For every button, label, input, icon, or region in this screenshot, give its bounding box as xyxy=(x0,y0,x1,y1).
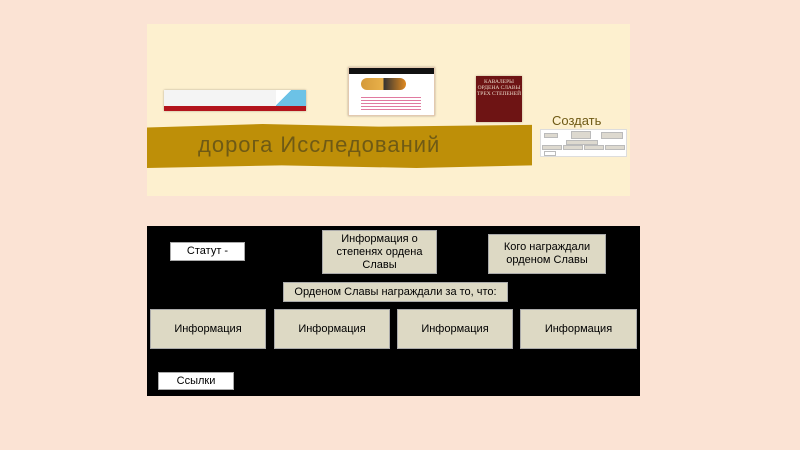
road-banner xyxy=(147,124,532,168)
info-box-3[interactable]: Информация xyxy=(397,309,513,349)
awarded-for-box[interactable]: Орденом Славы награждали за то, что: xyxy=(283,282,508,302)
road-label: дорога Исследований xyxy=(198,132,441,157)
order-thumbnail[interactable] xyxy=(348,67,435,116)
statute-box[interactable]: Статут - xyxy=(170,242,245,261)
book-cover[interactable]: КАВАЛЕРЫ ОРДЕНА СЛАВЫ ТРЕХ СТЕПЕНЕЙ xyxy=(476,76,522,122)
info-box-1[interactable]: Информация xyxy=(150,309,266,349)
info-box-2[interactable]: Информация xyxy=(274,309,390,349)
degrees-info-box[interactable]: Информация о степенях ордена Славы xyxy=(322,230,437,274)
mini-diagram-preview[interactable] xyxy=(540,129,627,157)
create-heading: Создать xyxy=(552,113,602,128)
website-thumbnail[interactable] xyxy=(164,90,306,111)
who-awarded-box[interactable]: Кого награждали орденом Славы xyxy=(488,234,606,274)
links-box[interactable]: Ссылки xyxy=(158,372,234,390)
info-box-4[interactable]: Информация xyxy=(520,309,637,349)
